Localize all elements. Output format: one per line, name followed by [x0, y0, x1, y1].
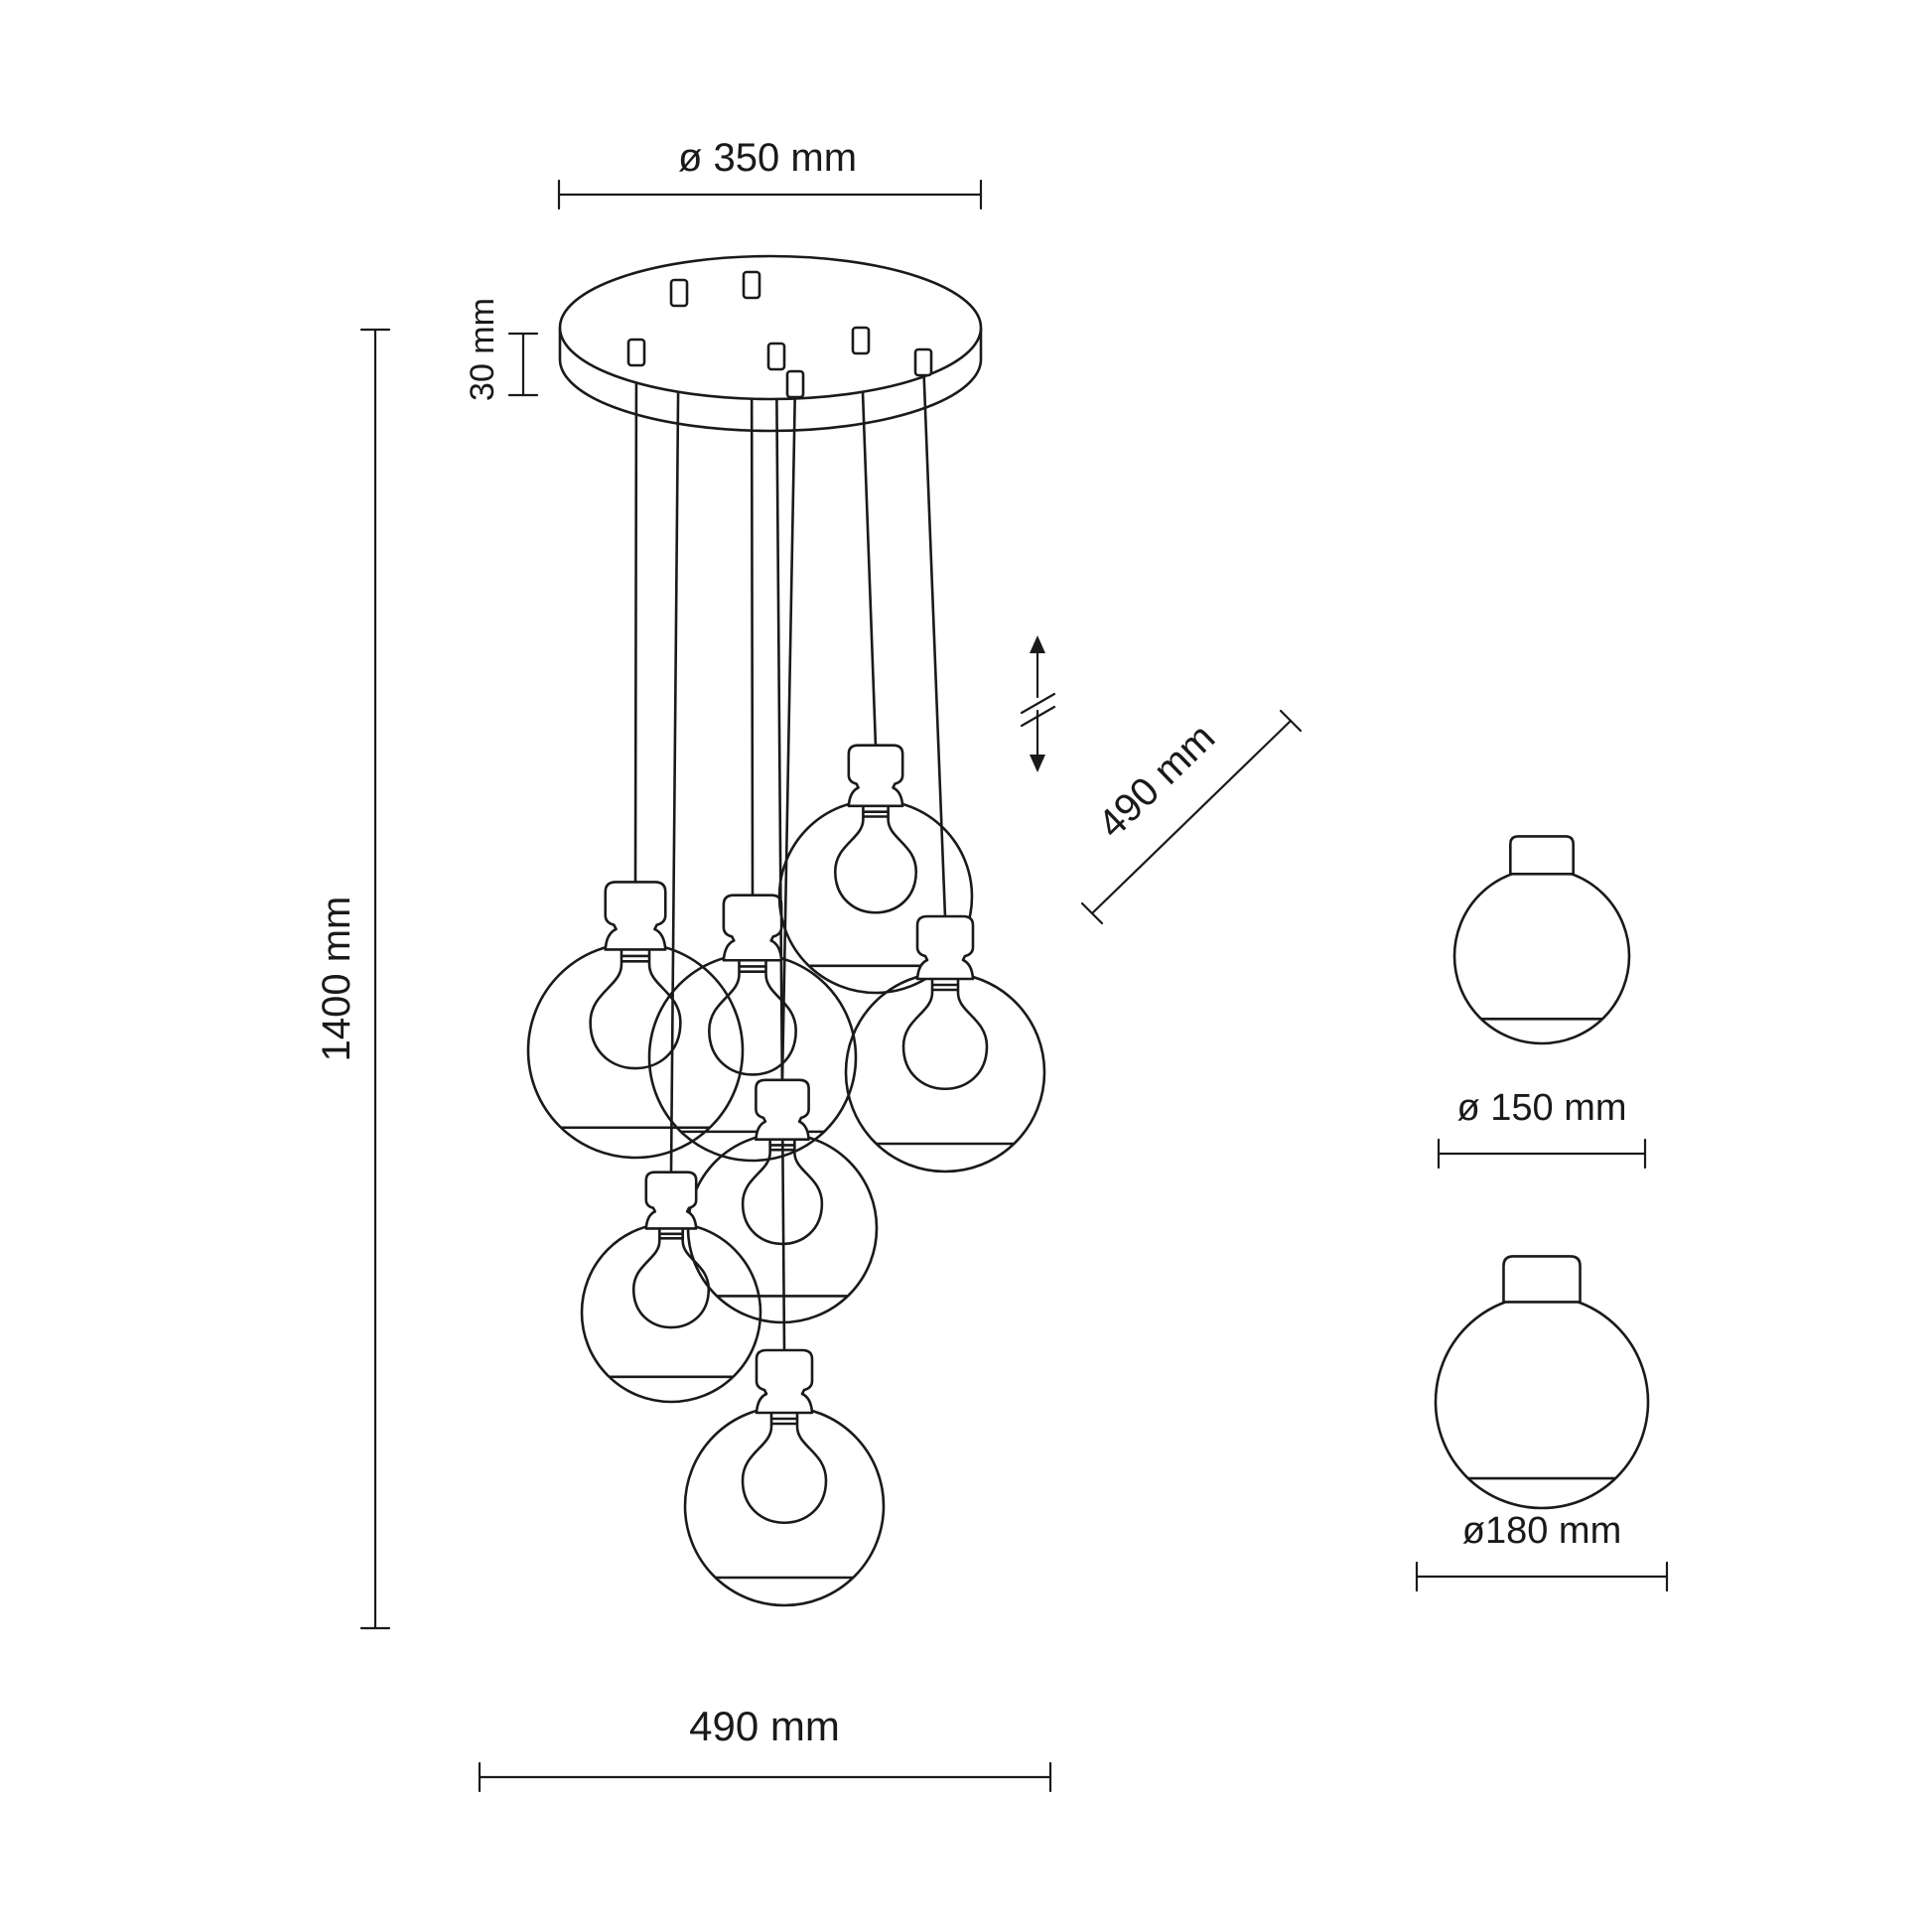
shade-small: ø 150 mm [1437, 835, 1647, 1170]
cable-gland [766, 342, 786, 371]
cord [774, 352, 786, 1352]
fixture-spread-label: 490 mm [689, 1703, 840, 1749]
cable-gland [913, 347, 933, 377]
dimension-canopy-height: 30 mm [464, 298, 539, 401]
cable-gland [851, 326, 871, 355]
pendant-globe-6 [580, 1171, 762, 1404]
cable-gland [742, 270, 761, 300]
ceiling-canopy [558, 254, 983, 433]
cable-length-label: 490 mm [1090, 716, 1224, 847]
canopy-height-label: 30 mm [464, 298, 501, 401]
dimension-cable-length: 490 mm [1080, 709, 1303, 925]
cord [921, 358, 947, 918]
height-adjustable-symbol [1020, 635, 1056, 772]
canopy-diameter-label: ø 350 mm [678, 136, 857, 180]
cord [780, 380, 797, 1082]
cord [859, 337, 878, 748]
cable-gland [626, 338, 646, 367]
shade-large: ø180 mm [1415, 1255, 1669, 1592]
dimension-fixture-spread: 490 mm [478, 1703, 1052, 1793]
cable-gland [785, 369, 805, 399]
pendant-globe-7 [683, 1348, 886, 1607]
dimension-canopy-diameter: ø 350 mm [557, 136, 983, 210]
total-height-label: 1400 mm [315, 897, 358, 1062]
large-shade-diameter-label: ø180 mm [1462, 1510, 1621, 1552]
pendant-globe-4 [844, 914, 1046, 1173]
small-shade-diameter-label: ø 150 mm [1456, 1087, 1626, 1129]
cord [633, 346, 638, 885]
cord [669, 289, 681, 1173]
cable-gland [669, 278, 689, 308]
dimension-total-height: 1400 mm [315, 328, 391, 1630]
